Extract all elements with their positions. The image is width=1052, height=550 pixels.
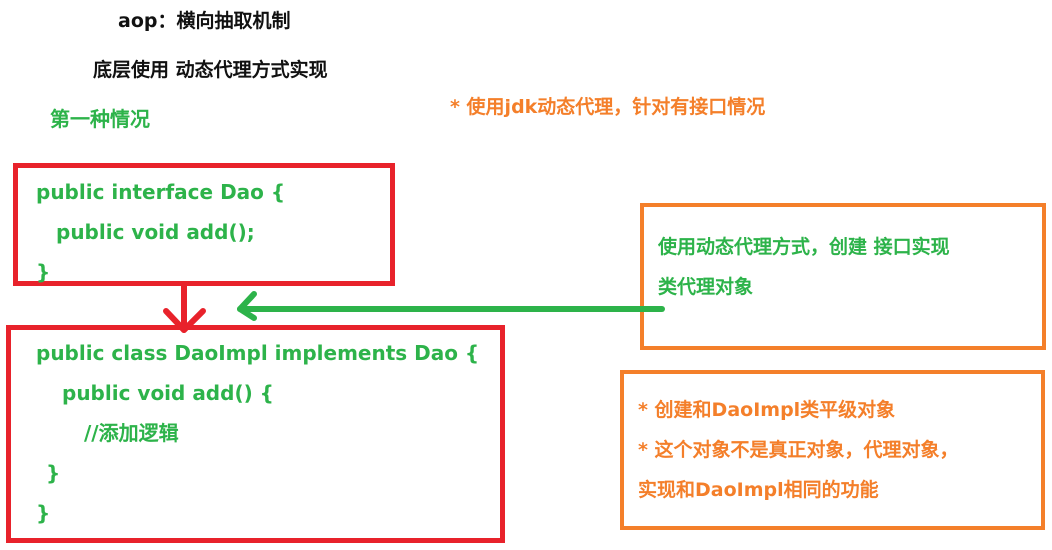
interface-line-1: public interface Dao { xyxy=(36,180,286,204)
impl-line-1: public class DaoImpl implements Dao { xyxy=(36,341,480,365)
green-proxy-arrow xyxy=(237,291,665,321)
interface-line-2: public void add(); xyxy=(56,220,255,244)
red-implements-arrow xyxy=(163,283,206,333)
case-label: 第一种情况 xyxy=(50,107,150,131)
note-line-2: * 这个对象不是真正对象，代理对象， xyxy=(638,439,959,461)
impl-box: public class DaoImpl implements Dao { pu… xyxy=(6,325,505,543)
proxy-note-box: * 创建和DaoImpl类平级对象 * 这个对象不是真正对象，代理对象， 实现和… xyxy=(620,370,1045,530)
note-line-3: 实现和DaoImpl相同的功能 xyxy=(638,479,879,501)
interface-box: public interface Dao { public void add()… xyxy=(13,163,395,286)
impl-line-3: //添加逻辑 xyxy=(84,421,179,445)
proxy-line-1: 使用动态代理方式，创建 接口实现 xyxy=(658,236,950,258)
diagram-subtitle: 底层使用 动态代理方式实现 xyxy=(93,59,328,81)
interface-line-3: } xyxy=(36,260,51,284)
note-line-1: * 创建和DaoImpl类平级对象 xyxy=(638,399,896,421)
impl-line-4: } xyxy=(46,461,61,485)
jdk-proxy-note: * 使用jdk动态代理，针对有接口情况 xyxy=(450,96,766,118)
diagram-title: aop：横向抽取机制 xyxy=(118,10,291,32)
proxy-line-2: 类代理对象 xyxy=(658,276,754,298)
impl-line-2: public void add() { xyxy=(62,381,274,405)
proxy-box: 使用动态代理方式，创建 接口实现 类代理对象 xyxy=(640,203,1046,350)
impl-line-5: } xyxy=(36,501,51,525)
